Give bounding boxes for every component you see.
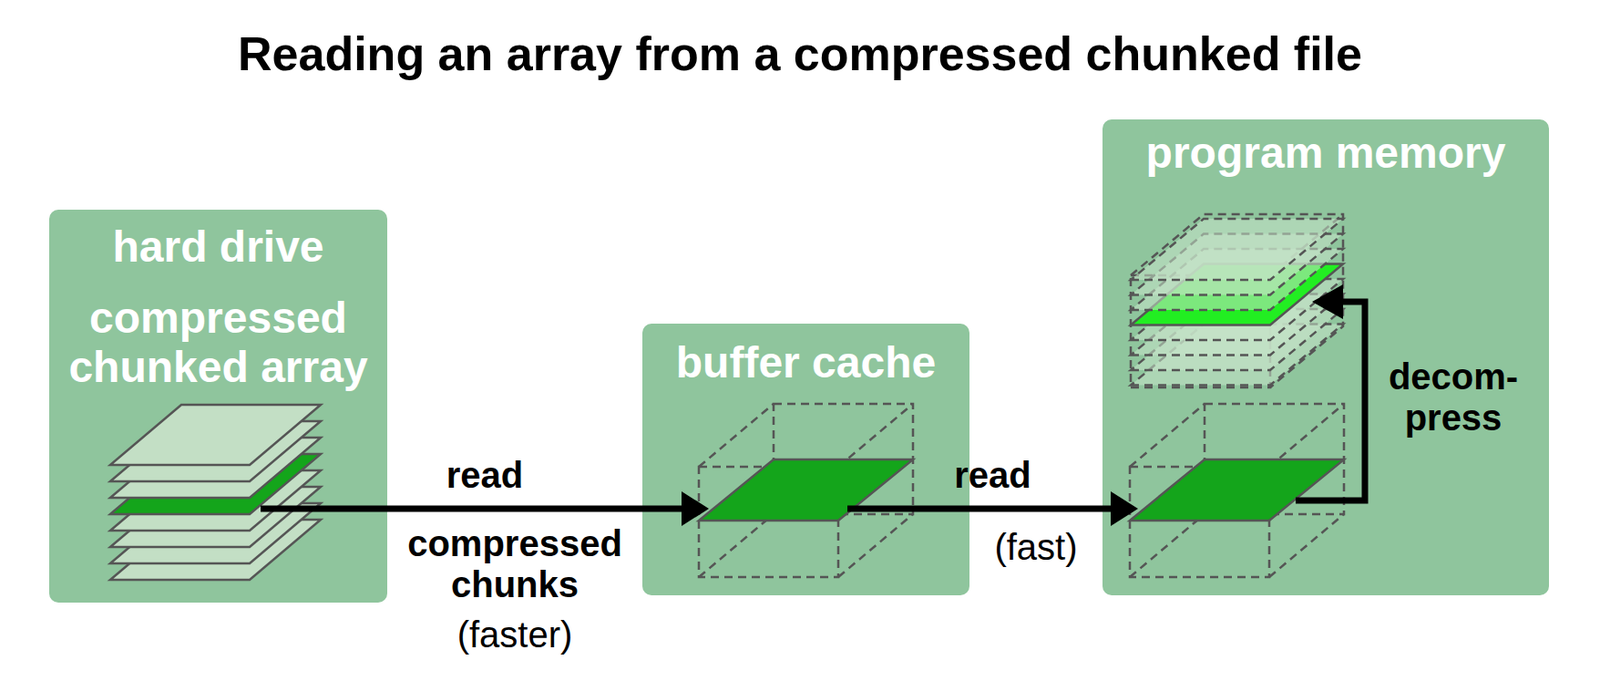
- note-label: (fast): [944, 526, 1128, 568]
- arrow-line: [260, 505, 684, 513]
- array-layer: [110, 404, 321, 465]
- edge-label: read: [446, 454, 524, 496]
- arrow-head: [1312, 284, 1344, 319]
- cube-edge: [1130, 214, 1344, 388]
- step-label: decom- press: [1374, 356, 1532, 439]
- buffer-cube: [698, 403, 913, 577]
- box-heading: buffer cache: [651, 338, 961, 388]
- diagram-title: Reading an array from a compressed chunk…: [0, 27, 1600, 83]
- cube-edge: [1129, 403, 1344, 577]
- arrow-head: [681, 491, 709, 526]
- box-heading: hard drive: [58, 222, 379, 272]
- note-label: (faster): [378, 614, 652, 656]
- chunk-slice: [1129, 459, 1344, 521]
- note-label: compressed chunks: [378, 523, 652, 606]
- memory-cube: [1129, 403, 1344, 577]
- arrow-head: [1110, 491, 1139, 526]
- box-subheading: compressed chunked array: [58, 293, 379, 392]
- cube-edge: [698, 403, 913, 577]
- flow-arrow: [847, 491, 1139, 526]
- array-layer: [1130, 218, 1344, 280]
- arrow-line: [847, 505, 1113, 513]
- flow-arrow: [260, 491, 709, 526]
- box-heading: program memory: [1111, 128, 1540, 178]
- decompressed-cube: [1130, 214, 1344, 388]
- decompress-arrow: [1295, 284, 1365, 501]
- arrow-line: [1295, 301, 1365, 501]
- chunk-stack: [110, 404, 321, 580]
- edge-label: read: [953, 454, 1032, 496]
